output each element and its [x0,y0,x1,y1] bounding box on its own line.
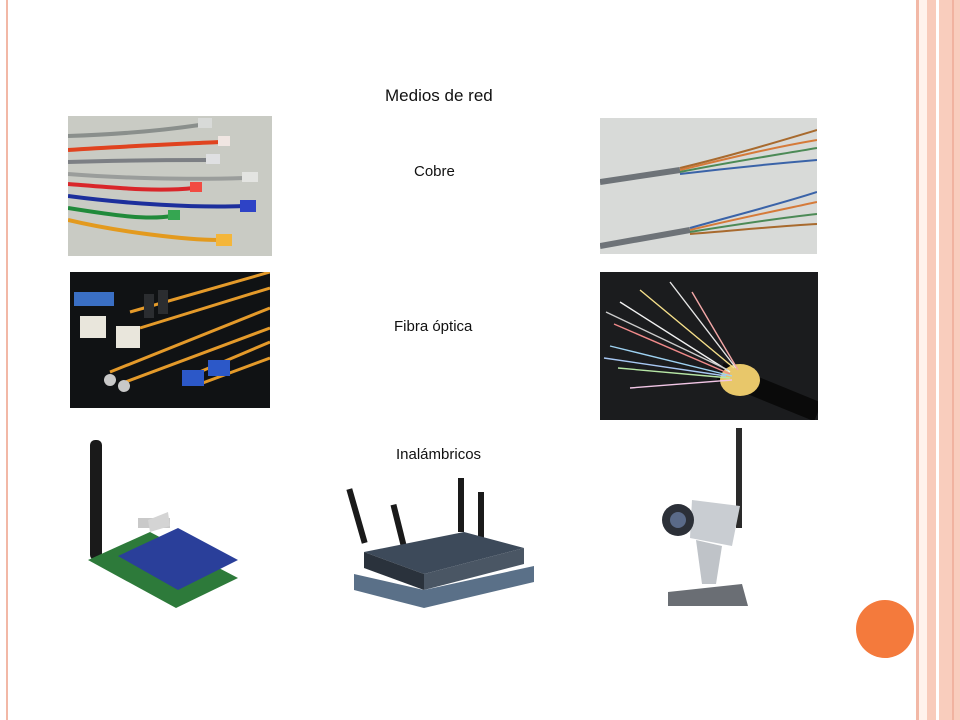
right-decorative-band [952,0,954,720]
right-decorative-band [927,0,936,720]
wireless-camera-image [612,428,788,612]
wireless-router-image [344,474,542,614]
right-decorative-band [936,0,939,720]
fiber-connectors-image [70,272,270,408]
right-decorative-band [939,0,960,720]
right-decorative-band [919,0,927,720]
fiber-optic-strands-image [600,272,818,420]
copper-label: Cobre [414,163,455,180]
slide-title: Medios de red [385,86,493,105]
wireless-pci-card-image [68,432,258,610]
slide-left-border [6,0,8,720]
fiber-label: Fibra óptica [394,318,473,335]
right-decorative-band [916,0,919,720]
accent-circle [856,600,914,658]
twisted-pair-wires-image [600,118,817,254]
copper-patch-cables-image [68,116,272,256]
wireless-label: Inalámbricos [396,446,482,463]
